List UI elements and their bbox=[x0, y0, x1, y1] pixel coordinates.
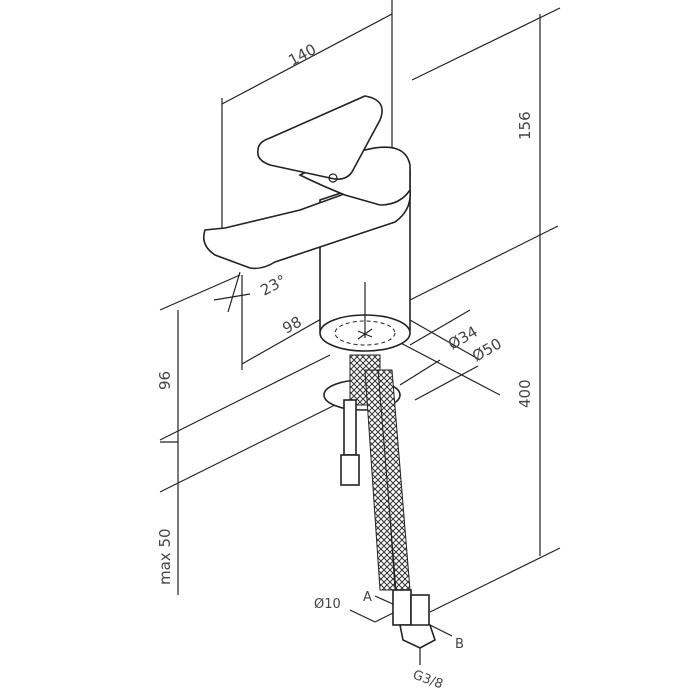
dim-angle: 23° bbox=[257, 271, 289, 299]
dim-98: 98 bbox=[279, 313, 304, 338]
label-b: B bbox=[455, 637, 464, 652]
dim-max50: max 50 bbox=[156, 528, 174, 585]
dim-156: 156 bbox=[516, 111, 534, 140]
dim-400: 400 bbox=[516, 379, 534, 408]
dim-d10: Ø10 bbox=[314, 597, 341, 612]
dim-96: 96 bbox=[156, 371, 174, 390]
label-thread: G3/8 bbox=[411, 668, 445, 693]
faucet-body bbox=[202, 95, 436, 649]
dim-140: 140 bbox=[285, 40, 319, 69]
label-a: A bbox=[363, 590, 372, 605]
